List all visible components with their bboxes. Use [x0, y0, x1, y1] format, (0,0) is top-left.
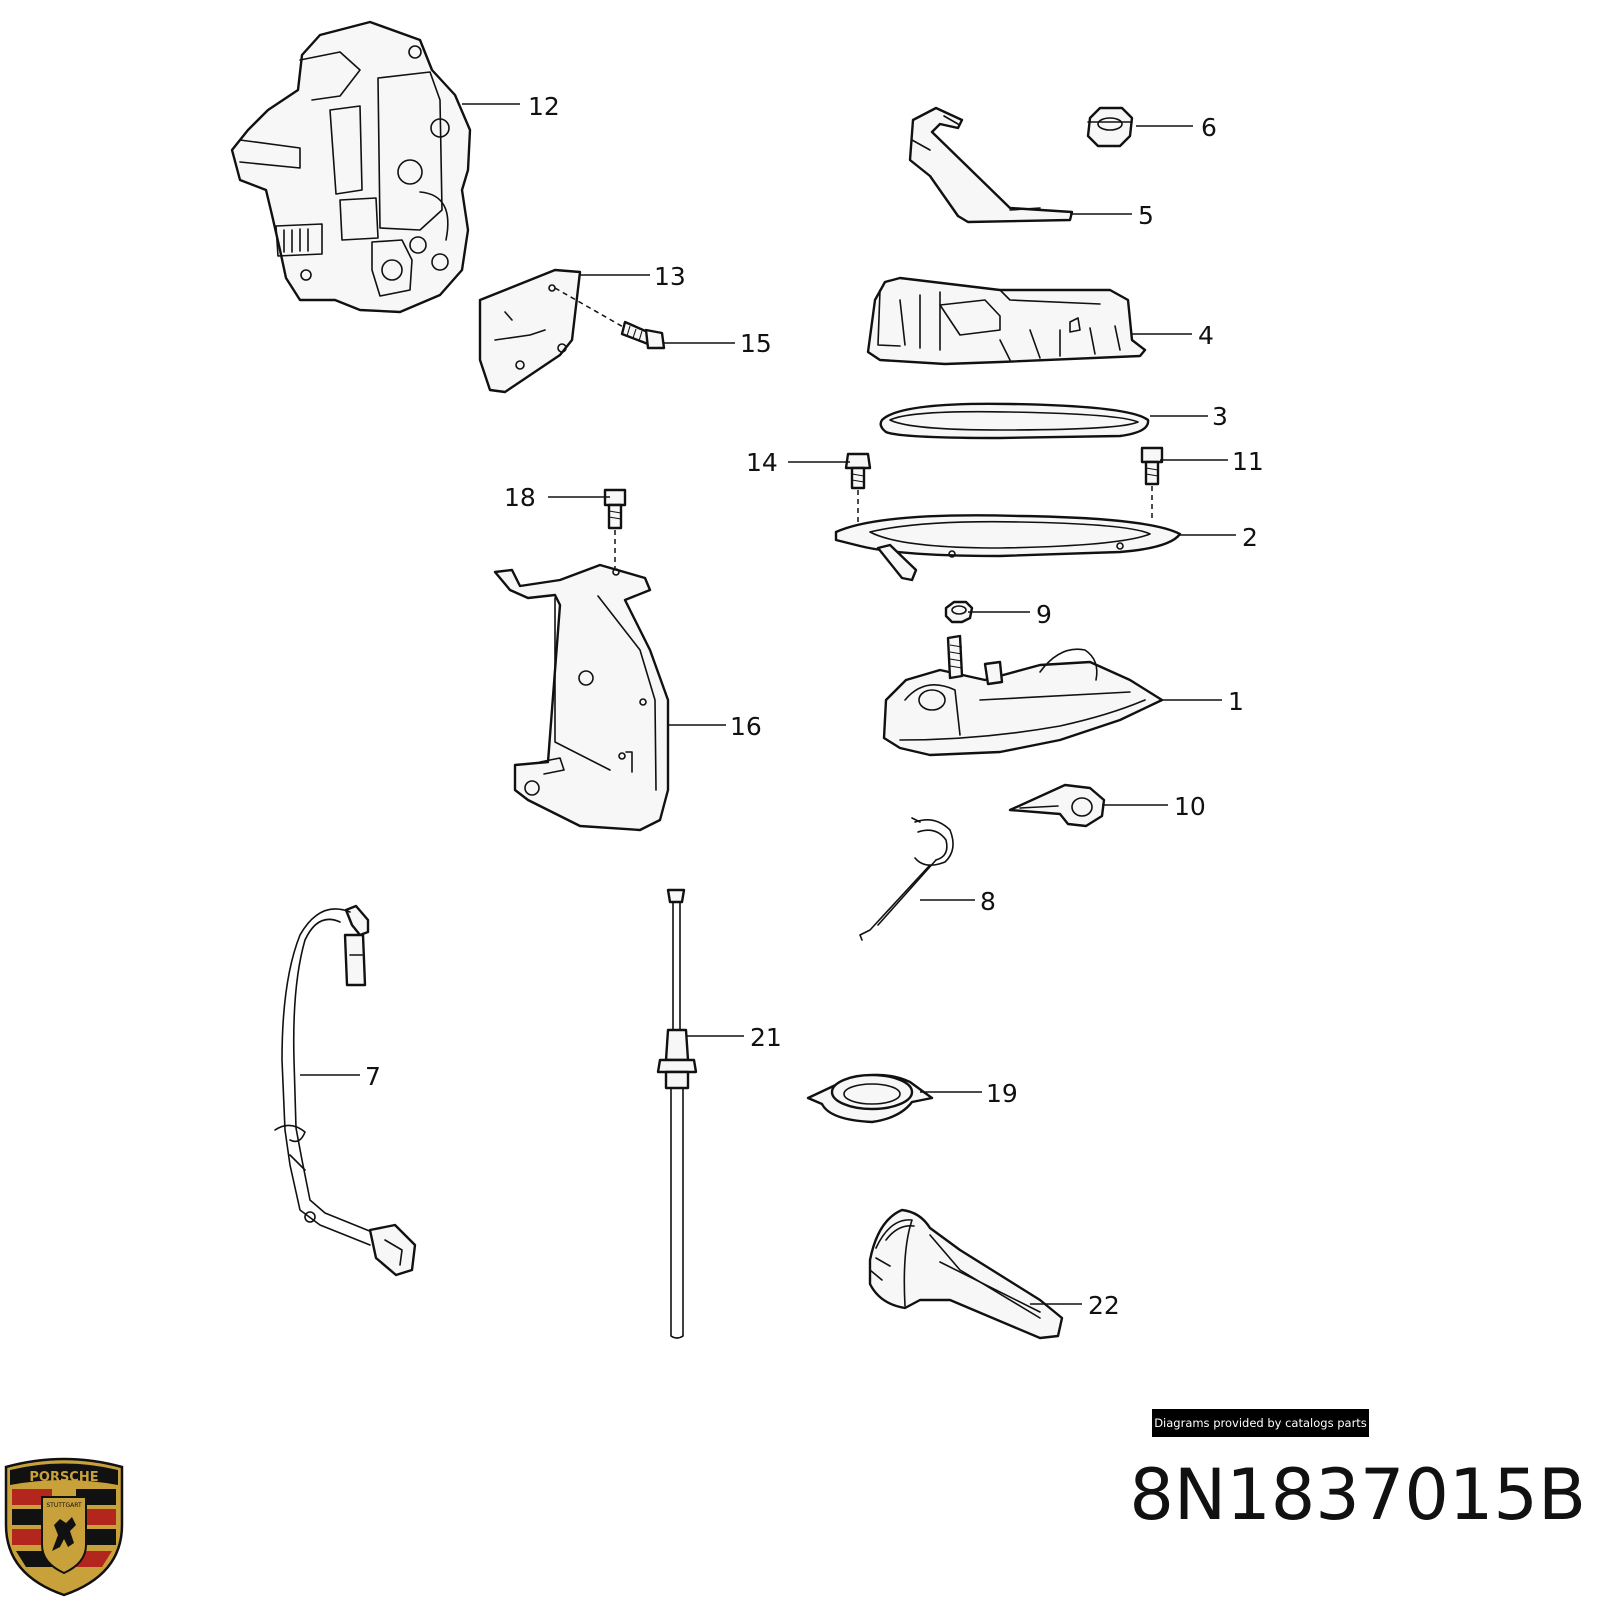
callout-18: 18 — [504, 483, 536, 512]
part-3-seal-ring — [879, 402, 1150, 440]
callout-12: 12 — [528, 92, 560, 121]
callout-11: 11 — [1232, 447, 1264, 476]
part-6-nut — [1086, 106, 1134, 148]
part-7-cable — [274, 904, 417, 1277]
part-22-bearing-pin — [868, 1208, 1064, 1340]
callout-14: 14 — [746, 448, 778, 477]
callout-9: 9 — [1036, 600, 1052, 629]
part-16-bracket — [493, 563, 670, 832]
callout-19: 19 — [986, 1079, 1018, 1108]
callout-7: 7 — [365, 1062, 381, 1091]
callout-10: 10 — [1174, 792, 1206, 821]
part-number: 8N1837015B — [1129, 1454, 1586, 1536]
part-8-spring — [859, 817, 954, 941]
callout-8: 8 — [980, 887, 996, 916]
svg-text:PORSCHE: PORSCHE — [29, 1470, 98, 1485]
porsche-crest-icon: PORSCHE STUTTGART — [4, 1457, 124, 1597]
part-2-mounting-plate — [834, 514, 1182, 582]
diagram-credit-label: Diagrams provided by catalogs parts — [1152, 1409, 1369, 1437]
callout-labels: 12 6 5 13 15 4 3 14 11 18 2 9 1 16 10 8 … — [365, 92, 1264, 1320]
callout-21: 21 — [750, 1023, 782, 1052]
svg-text:STUTTGART: STUTTGART — [46, 1502, 82, 1509]
part-21-rod — [656, 888, 698, 1339]
callout-3: 3 — [1212, 402, 1228, 431]
part-13-bracket-plate — [478, 268, 582, 394]
part-1-handle-base — [882, 634, 1164, 757]
callout-4: 4 — [1198, 321, 1214, 350]
part-18-bolt — [603, 488, 627, 568]
part-15-screw — [554, 287, 666, 350]
part-10-clip — [1008, 783, 1106, 828]
callout-13: 13 — [654, 262, 686, 291]
callout-2: 2 — [1242, 523, 1258, 552]
callout-6: 6 — [1201, 113, 1217, 142]
callout-1: 1 — [1228, 687, 1244, 716]
part-9-nut — [944, 600, 974, 624]
part-19-grommet — [806, 1073, 934, 1124]
callout-22: 22 — [1088, 1291, 1120, 1320]
callout-15: 15 — [740, 329, 772, 358]
leader-lines — [300, 103, 1236, 1305]
part-5-angle-bracket — [908, 106, 1074, 224]
part-4-housing — [866, 276, 1147, 366]
callout-16: 16 — [730, 712, 762, 741]
callout-5: 5 — [1138, 201, 1154, 230]
part-12-door-lock — [230, 20, 472, 314]
part-11-bolt — [1140, 446, 1164, 522]
part-14-bolt — [844, 452, 872, 525]
